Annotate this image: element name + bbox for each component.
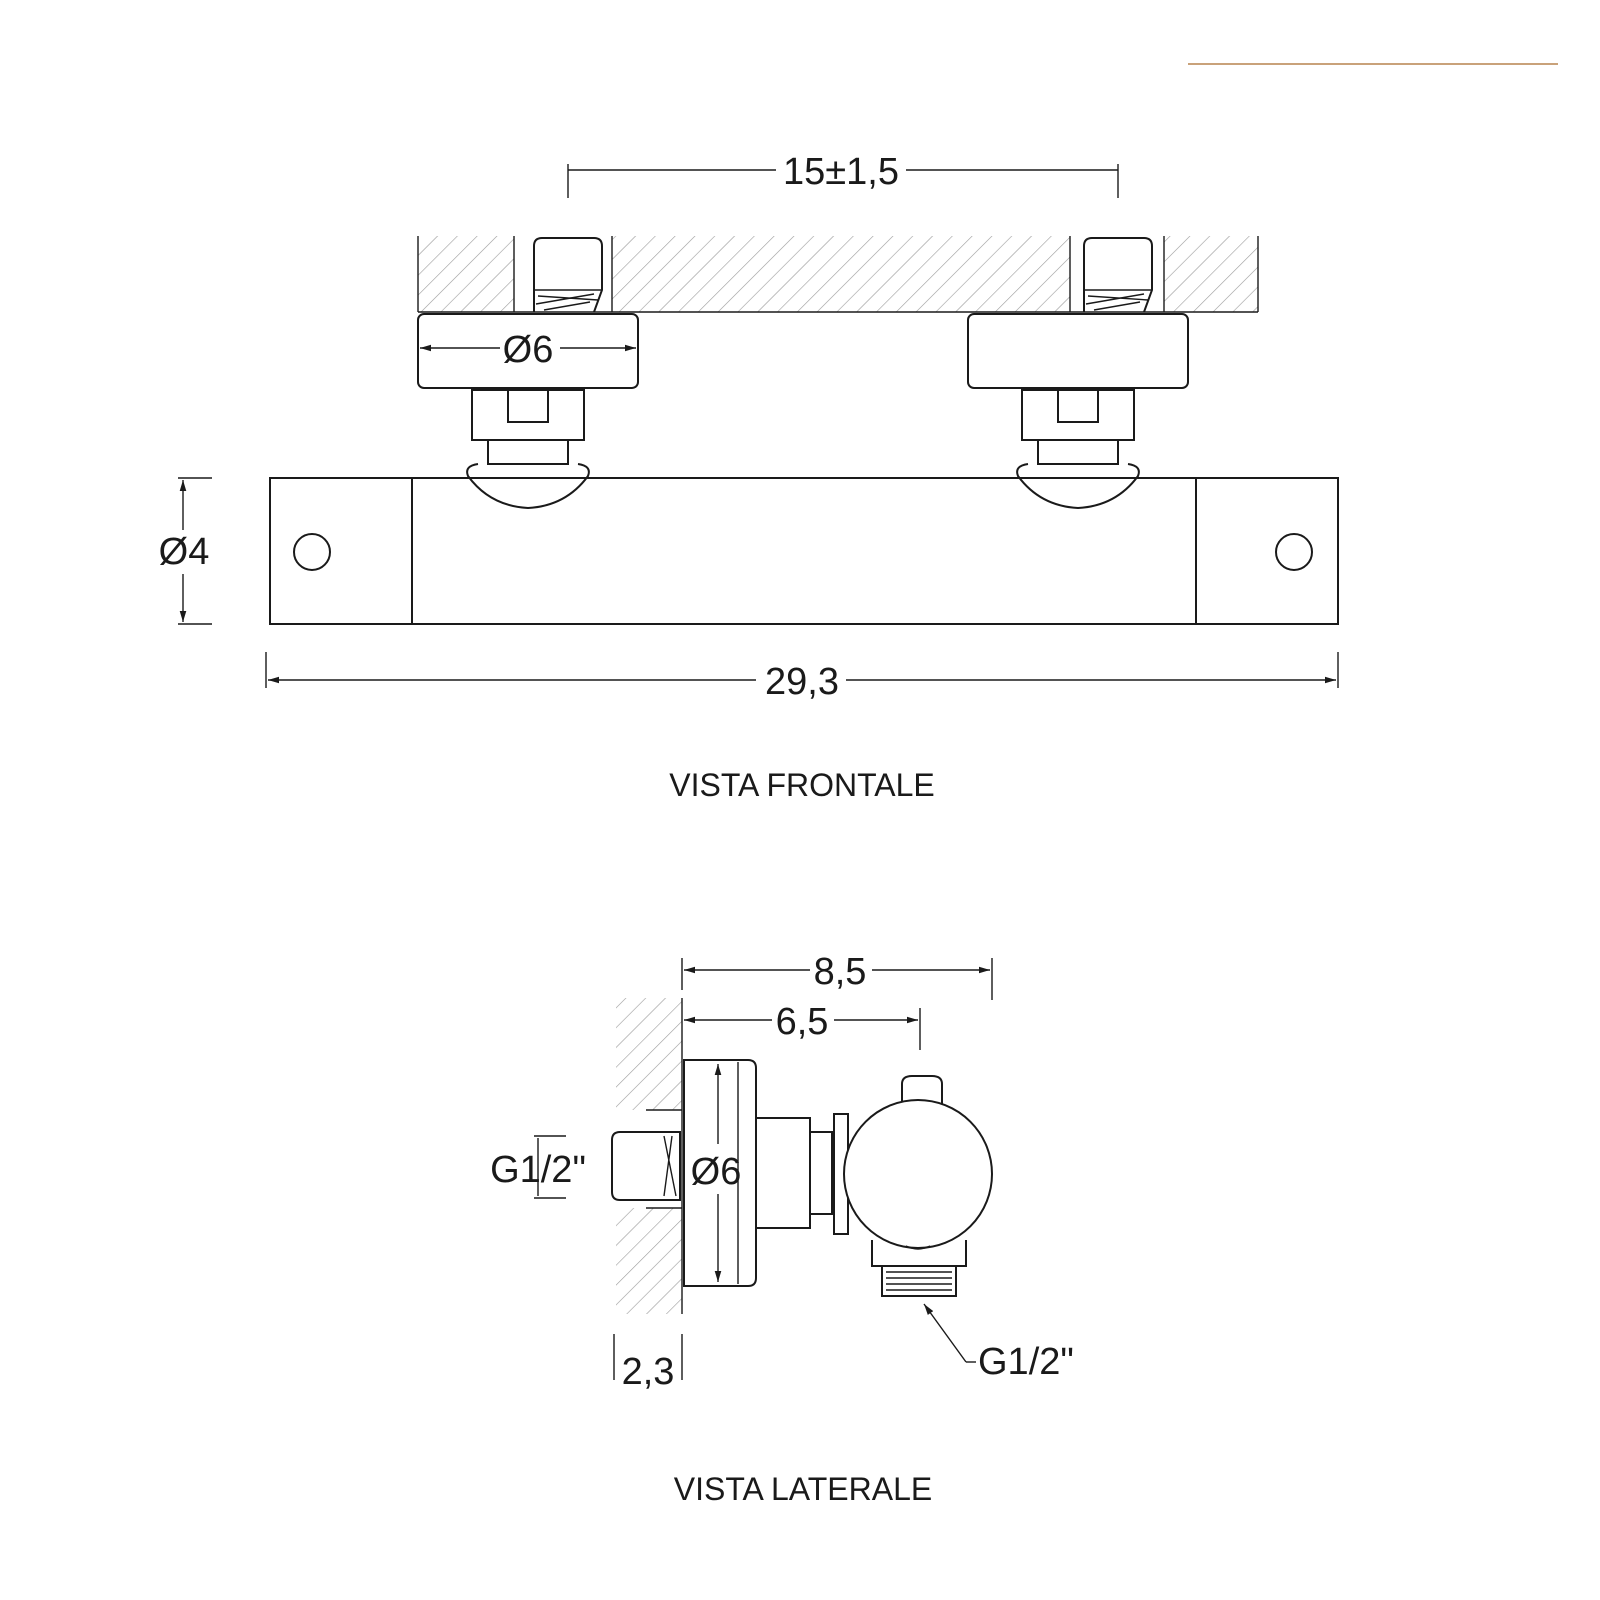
dim-outlet-thread-label: G1/2" [978, 1341, 1074, 1383]
side-view-caption: VISTA LATERALE [674, 1471, 932, 1507]
side-top-cap [901, 1075, 943, 1104]
dim-total-depth-label: 8,5 [814, 951, 867, 993]
outlet-thread [881, 1265, 957, 1297]
dim-outlet-thread: G1/2" [923, 1303, 1074, 1383]
side-wall-hatch [616, 998, 683, 1314]
right-handle-marker [1275, 533, 1313, 571]
side-outlet-block [833, 1113, 967, 1297]
side-flange [683, 1059, 757, 1287]
side-connector-wide [755, 1117, 811, 1229]
right-inlet-fitting [1083, 237, 1153, 313]
dim-length-label: 29,3 [765, 661, 839, 703]
dim-inlet-thread: G1/2" [490, 1135, 586, 1199]
dim-axis-depth: 6,5 [684, 1001, 921, 1050]
side-inlet-pipe [611, 1131, 681, 1201]
right-connector [1016, 389, 1140, 510]
dim-body-diameter-label: Ø4 [159, 531, 210, 573]
front-view-caption: VISTA FRONTALE [669, 767, 935, 803]
right-flange [967, 313, 1189, 389]
dim-inlet-thread-label: G1/2" [490, 1149, 586, 1191]
left-flange [417, 313, 639, 389]
dim-centers: 15±1,5 [567, 151, 1119, 198]
front-view: 15±1,5 Ø6 Ø4 29,3 VISTA FRONTALE [159, 151, 1339, 803]
dim-flange-front-label: Ø6 [503, 329, 554, 371]
dim-flange-side: Ø6 [691, 1064, 742, 1282]
front-wall-hatch [417, 236, 1259, 313]
side-view: 8,5 6,5 G1/2" Ø6 2,3 [490, 951, 1074, 1507]
valve-body [269, 477, 1339, 625]
side-connector-narrow [809, 1131, 833, 1215]
dim-total-depth: 8,5 [681, 951, 993, 1000]
dim-wall-offset: 2,3 [613, 1334, 683, 1393]
dim-flange-side-label: Ø6 [691, 1151, 742, 1193]
dim-body-diameter: Ø4 [159, 477, 212, 625]
dim-flange-front: Ø6 [420, 329, 636, 371]
left-connector [466, 389, 590, 510]
dim-centers-label: 15±1,5 [783, 151, 899, 193]
dim-length: 29,3 [265, 652, 1339, 703]
left-handle-marker [293, 533, 331, 571]
dim-axis-depth-label: 6,5 [776, 1001, 829, 1043]
side-handle [843, 1099, 993, 1249]
dim-wall-offset-label: 2,3 [622, 1351, 675, 1393]
left-inlet-fitting [533, 237, 603, 313]
